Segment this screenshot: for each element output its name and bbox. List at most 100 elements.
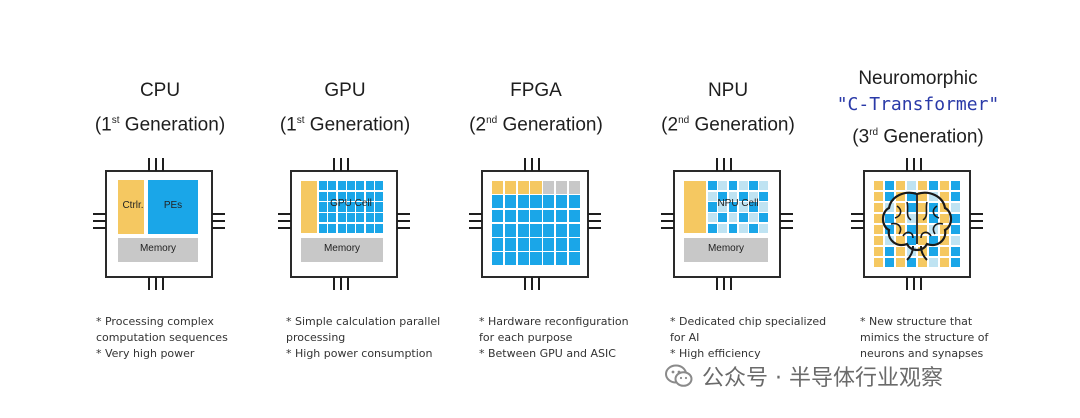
chip-pin — [661, 212, 674, 216]
gpu-cell — [328, 181, 337, 191]
chip-pin — [970, 212, 983, 216]
fpga-cell — [543, 238, 555, 251]
fpga-cell — [568, 209, 580, 223]
chip-pin — [93, 212, 106, 216]
gpu-chip-diagram: GPU Cell Memory — [255, 152, 435, 302]
gpu-cell — [375, 223, 383, 233]
chip-pin — [397, 219, 410, 223]
neuromorphic-cell — [929, 236, 938, 245]
npu-cell — [738, 223, 748, 233]
npu-generation: (2nd Generation) — [661, 114, 795, 136]
fpga-cell — [492, 209, 504, 223]
neuromorphic-title: Neuromorphic — [858, 68, 978, 89]
neuromorphic-cell — [874, 247, 883, 256]
fpga-cell — [555, 238, 568, 251]
chip-pin — [147, 158, 151, 171]
npu-cell — [708, 181, 717, 191]
npu-cell — [749, 213, 758, 223]
chip-pin — [905, 158, 909, 171]
npu-cell — [749, 181, 758, 191]
neuromorphic-cell — [929, 214, 938, 223]
chip-pin — [970, 226, 983, 230]
neuromorphic-cell — [885, 258, 894, 267]
npu-cell — [738, 202, 748, 212]
neuromorphic-cell — [874, 181, 883, 190]
npu-cell — [749, 191, 758, 201]
neuromorphic-cell — [951, 192, 960, 201]
npu-cell — [708, 202, 717, 212]
neuromorphic-cell — [874, 214, 883, 223]
neuromorphic-cell — [874, 258, 883, 267]
chip-pin — [780, 226, 793, 230]
fpga-cell — [492, 252, 504, 265]
fpga-generation: (2nd Generation) — [469, 114, 603, 136]
neuromorphic-cell — [907, 236, 916, 245]
fpga-cell — [492, 223, 504, 237]
chip-pin — [715, 277, 719, 290]
gpu-cell — [365, 191, 374, 201]
npu-cell — [718, 191, 727, 201]
gpu-cell — [375, 202, 383, 212]
gpu-cell — [365, 202, 374, 212]
gpu-cell — [365, 213, 374, 223]
pes-label: PEs — [163, 200, 183, 211]
fpga-cell — [568, 195, 580, 208]
chip-pin — [912, 277, 916, 290]
chip-pin — [780, 212, 793, 216]
gpu-cell — [375, 213, 383, 223]
fpga-cell — [543, 252, 555, 265]
chip-pin — [469, 226, 482, 230]
npu-cell — [728, 223, 738, 233]
npu-cell — [718, 223, 727, 233]
fpga-cell — [492, 181, 504, 194]
neuromorphic-cell — [874, 236, 883, 245]
brain-icon — [881, 191, 953, 261]
neuromorphic-cell — [907, 181, 916, 190]
neuromorphic-cell — [907, 225, 916, 234]
watermark: 公众号 · 半导体行业观察 — [664, 360, 943, 392]
chip-pin — [469, 212, 482, 216]
npu-cell — [759, 213, 768, 223]
gpu-cell — [328, 202, 337, 212]
neuromorphic-cell — [896, 192, 905, 201]
chip-pin — [537, 277, 541, 290]
npu-cell — [759, 181, 768, 191]
fpga-cell — [543, 181, 555, 194]
chip-pin — [339, 277, 343, 290]
npu-control-block — [684, 181, 706, 233]
c-transformer-subtitle: "C-Transformer" — [836, 94, 1000, 115]
npu-cell — [728, 202, 738, 212]
chip-pin — [851, 219, 864, 223]
neuromorphic-cell — [918, 225, 927, 234]
neuromorphic-cell — [907, 247, 916, 256]
neuromorphic-cell — [885, 192, 894, 201]
pes-block — [148, 180, 198, 234]
neuromorphic-cell — [940, 236, 949, 245]
gpu-control-block — [301, 181, 317, 233]
npu-cell-grid — [708, 181, 768, 233]
npu-cell — [708, 213, 717, 223]
gpu-cell — [365, 181, 374, 191]
gpu-cell — [347, 191, 355, 201]
memory-block: Memory — [301, 238, 383, 262]
fpga-cell — [530, 252, 542, 265]
chip-pin — [278, 226, 291, 230]
fpga-cell — [568, 223, 580, 237]
neuromorphic-cell — [896, 214, 905, 223]
gpu-cell — [347, 181, 355, 191]
gpu-cell — [356, 202, 365, 212]
neuromorphic-generation: (3rd Generation) — [852, 126, 984, 148]
chip-pin — [661, 219, 674, 223]
chip-pin — [154, 277, 158, 290]
gpu-cell — [375, 191, 383, 201]
cpu-chip-diagram: Ctrlr. PEs Memory — [70, 152, 250, 302]
npu-cell — [738, 181, 748, 191]
chip-pin — [588, 219, 601, 223]
neuromorphic-grid — [873, 180, 961, 268]
gpu-cell — [319, 202, 327, 212]
npu-chip-diagram: NPU Cell Memory — [638, 152, 818, 302]
npu-cell — [708, 223, 717, 233]
gpu-cell — [319, 181, 327, 191]
neuromorphic-description: * New structure that mimics the structur… — [860, 315, 989, 360]
npu-cell — [759, 202, 768, 212]
